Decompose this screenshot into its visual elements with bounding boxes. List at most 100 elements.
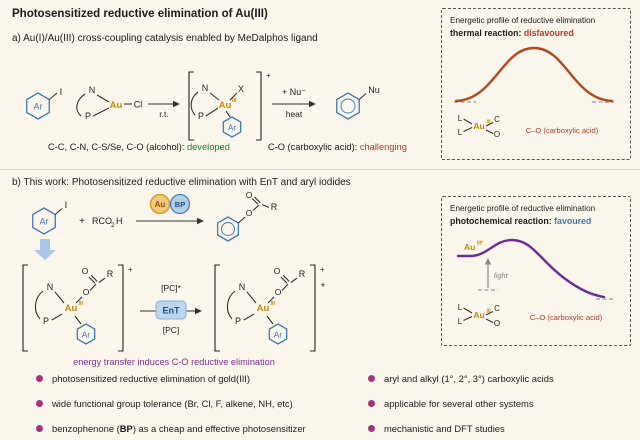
heat-label: heat — [286, 109, 303, 119]
ar-label: Ar — [40, 217, 49, 227]
thermal-energy-curve — [454, 46, 614, 103]
iodine-label: I — [65, 200, 68, 211]
nitrogen-label: N — [239, 282, 246, 292]
nucleophile-reagent: + Nu⁻ — [282, 87, 306, 97]
bullet-item: aryl and alkyl (1°, 2°, 3°) carboxylic a… — [368, 366, 554, 391]
ar-label: Ar — [34, 102, 43, 112]
rt-label: r.t. — [159, 109, 168, 119]
scheme-a: Ar I N P Au Cl r.t. + N P — [26, 71, 380, 141]
coupled-product-a: Nu — [336, 85, 380, 120]
gold3-carboxylate-complex: + N P Au III O O R Ar — [22, 264, 133, 352]
phosphorus-label: P — [235, 316, 241, 326]
carbonyl-oxygen-label: O — [82, 266, 89, 276]
box-a-title: Energetic profile of reductive eliminati… — [450, 16, 596, 25]
bullet-text: wide functional group tolerance (Br, Cl,… — [52, 398, 293, 409]
oxidation-state: III — [232, 98, 237, 104]
nitrogen-label: N — [202, 83, 209, 93]
aryl-iodide-b: Ar I — [32, 200, 68, 235]
challenging-bond: C-O (carboxylic acid): challenging — [268, 142, 407, 152]
ent-label: EnT — [163, 306, 181, 316]
gold-complex-sketch: L L Au III C O — [458, 303, 500, 328]
gold-label: Au — [473, 121, 484, 131]
scheme-b: Ar I + RCO 2 H Au BP O O R — [22, 191, 325, 367]
bullet-dot — [368, 375, 375, 382]
bullet-column-left: photosensitized reductive elimination of… — [36, 366, 306, 440]
section-divider — [0, 169, 640, 170]
bullet-text: photosensitized reductive elimination of… — [52, 373, 251, 384]
charge-plus: + — [266, 71, 271, 80]
gold-catalyst-ball — [149, 193, 171, 215]
light-label: light — [494, 271, 509, 280]
bullet-item: applicable for several other systems — [368, 391, 554, 416]
carbon-label: C — [494, 304, 500, 313]
energy-profile-box-a: Energetic profile of reductive eliminati… — [441, 8, 631, 160]
box-b-title: Energetic profile of reductive eliminati… — [450, 204, 596, 213]
carbonyl-oxygen-label: O — [246, 191, 253, 200]
x-ligand-label: X — [238, 84, 244, 94]
energy-transfer-arrow: [PC]* [PC] EnT — [140, 283, 202, 335]
bullet-text: mechanistic and DFT studies — [384, 423, 505, 434]
aromatic-circle — [340, 98, 356, 114]
excited-star: * — [321, 282, 325, 293]
energy-profile-box-b: Energetic profile of reductive eliminati… — [441, 196, 631, 346]
box-a-reaction-line: thermal reaction: disfavoured — [450, 28, 622, 38]
nitrogen-label: N — [47, 282, 54, 292]
bullet-item: wide functional group tolerance (Br, Cl,… — [36, 391, 306, 416]
challenging-word: challenging — [359, 142, 407, 152]
ester-oxygen-label: O — [83, 287, 90, 297]
iodine-label: I — [60, 87, 63, 98]
oxidation-state: III — [271, 301, 276, 307]
ester-oxygen-label: O — [275, 287, 282, 297]
benzene-ring — [336, 92, 360, 120]
thermal-reaction-label: thermal reaction: — [450, 28, 522, 38]
photochemical-reaction-label: photochemical reaction: — [450, 216, 552, 226]
nu-label: Nu — [368, 85, 380, 95]
gold-label: Au — [219, 100, 232, 111]
acid-main: RCO — [92, 216, 112, 226]
bullet-dot — [368, 400, 375, 407]
bullet-dot — [36, 400, 43, 407]
developed-bonds: C-C, C-N, C-S/Se, C-O (alcohol): develop… — [48, 142, 230, 152]
gold-chloride-complex: N P Au Cl — [76, 85, 143, 121]
oxidation-state: III — [79, 301, 84, 307]
section-b-heading: b) This work: Photosensitized reductive … — [12, 177, 351, 188]
reaction-arrow-a1: r.t. — [148, 100, 180, 119]
bullet-column-right: aryl and alkyl (1°, 2°, 3°) carboxylic a… — [368, 366, 554, 440]
light-arrowhead — [484, 258, 492, 265]
benzene-ring — [26, 92, 50, 120]
aryl-ester-product: O O R — [216, 191, 278, 242]
gold3-carboxylate-complex-excited: + * N P Au III O O R Ar — [214, 264, 325, 352]
bullet-item: benzophenone (BP) as a cheap and effecti… — [36, 416, 306, 440]
acid-tail: H — [116, 216, 123, 226]
bullet-text-pre: benzophenone ( — [52, 423, 120, 434]
oxidation-state: III — [487, 309, 492, 315]
oxygen-label: O — [494, 130, 500, 139]
acid-subscript: 2 — [111, 222, 115, 229]
developed-word: developed — [186, 142, 230, 152]
benzene-ring — [216, 216, 240, 242]
bullet-dot — [36, 375, 43, 382]
gold3-intermediate-a: + N P Au III X Ar — [188, 71, 271, 141]
bullet-text-post: ) as a cheap and effective photosensitiz… — [132, 423, 306, 434]
benzene-ring — [222, 116, 242, 138]
reaction-arrow-b1: Au BP — [136, 193, 204, 225]
charge-plus: + — [128, 265, 133, 274]
r-group-label: R — [299, 269, 306, 279]
benzene-ring — [76, 323, 96, 345]
photocatalyst-excited-label: [PC]* — [161, 283, 182, 293]
carboxylic-acid-formula: RCO 2 H — [92, 216, 123, 229]
gold-excited-superscript: III* — [477, 241, 483, 247]
benzene-ring — [268, 323, 288, 345]
chlorine-label: Cl — [134, 100, 143, 110]
r-group-label: R — [271, 202, 278, 212]
nitrogen-label: N — [89, 85, 96, 95]
phosphorus-label: P — [85, 111, 91, 121]
bullet-dot — [368, 425, 375, 432]
phosphorus-label: P — [198, 111, 204, 121]
down-block-arrow — [34, 239, 56, 260]
gold-label: Au — [257, 303, 270, 314]
reaction-arrow-a2: + Nu⁻ heat — [272, 87, 316, 119]
bullet-text: benzophenone (BP) as a cheap and effecti… — [52, 423, 306, 434]
benzene-ring — [32, 207, 56, 235]
